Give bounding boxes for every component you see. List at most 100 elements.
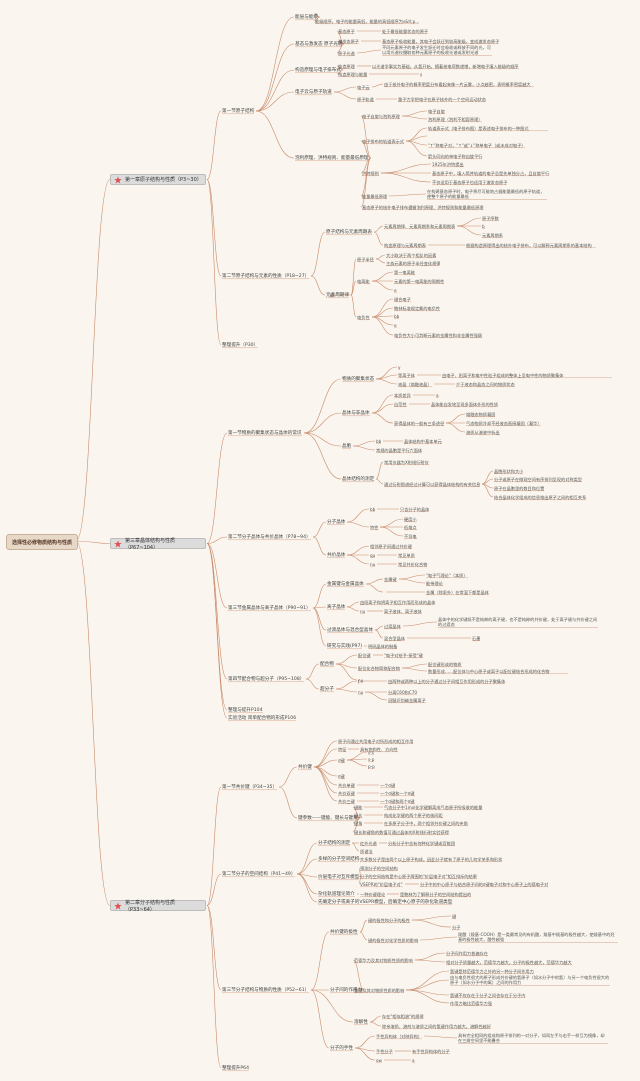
node-ch1-s1c2[interactable]: 构造原理与能量 [338, 71, 368, 77]
node-ch2-s1a3[interactable]: σ键 [338, 757, 345, 763]
node-ch1-s1c[interactable]: 构造原理与电子排布式 [295, 67, 341, 73]
node-ch1-s2a1[interactable]: 元素周期律、元素周期系和元素周期表 [384, 223, 456, 229]
node-ch1-s1b2[interactable]: 激发态原子 [338, 38, 359, 44]
node-ch3-s1d1[interactable]: 常用仪器为X射线衍射仪 [384, 459, 429, 465]
node-ch1-s2b3[interactable]: 电负性 [357, 314, 370, 320]
node-ch2-s1a4[interactable]: π键 [338, 773, 345, 779]
node-ch3-s1c[interactable]: 晶胞 [342, 443, 352, 449]
node-ch2-s1a2[interactable]: 特征 [338, 746, 347, 752]
node-ch3-s2b3a[interactable]: 常见共价化合物 [398, 561, 428, 567]
node-ch1-s1c1v[interactable]: 以光谱学事实为基础，从氢开始，随着核电荷数递增，新增电子填入能级的顺序 [372, 63, 519, 69]
node-ch2-s3a1[interactable]: 键的极性和分子的极性 [368, 917, 410, 923]
node-ch3-s2a2a[interactable]: 硬度小 [404, 516, 417, 522]
node-ch1-s1e2d[interactable]: 箭头同向的单电子称自旋平行 [428, 153, 483, 159]
node-ch1-s1e4[interactable]: 能量最低原理 [362, 193, 388, 199]
node-ch3-s3d1[interactable]: 明矾晶体的制备 [368, 643, 398, 649]
node-ch3-s1b[interactable]: 晶体与非晶体 [342, 410, 370, 416]
node-ch3-s2b2a[interactable]: 常见单质 [398, 552, 415, 558]
node-ch2-s1b1v[interactable]: 气态分子中1mol化学键解离成气态原子所吸收的能量 [384, 804, 483, 810]
node-ch2-s1a3a[interactable]: s-s [368, 749, 374, 755]
node-ch1-s1e1[interactable]: 电子自旋与泡利原理 [362, 113, 400, 119]
node-ch3-s1b3[interactable]: 获得晶体的一般有三条途径 [394, 420, 445, 426]
node-ch3-s1d2d[interactable]: 结合晶体化学组成的信息推出原子之间的相互关系 [494, 494, 587, 500]
root-topic[interactable]: 选择性必修物质结构与性质 [6, 534, 78, 550]
node-ch1-s1a1[interactable]: n [315, 11, 318, 17]
node-ch2-s3b2[interactable]: 氢键及其对物质性质的影响 [354, 987, 405, 993]
node-ch2-s3b[interactable]: 分子间的作用力 [330, 987, 363, 993]
node-ch3-s3a1b[interactable]: 能带理论 [426, 580, 443, 586]
node-ch3-s6[interactable]: 实验活动 简单配合物的形成P106 [228, 715, 297, 721]
node-ch1-s1e2[interactable]: 电子排布的轨道表示式 [362, 138, 404, 144]
node-ch2-s2b1[interactable]: 大多数分子是由两个以上原子构成，因此分子就有了原子的几何学关系和形状 [360, 856, 503, 862]
node-ch3-s1d2b[interactable]: 分子或原子在微观空间有序排列呈现的对称类型 [494, 476, 582, 482]
node-ch3-s1b3c[interactable]: 溶质从溶液中析出 [466, 429, 500, 435]
node-ch1-s2b2[interactable]: 电离能 [357, 278, 370, 284]
node-ch3-s3a1a[interactable]: "电子气理论"（本质） [426, 572, 468, 578]
node-ch1-s1b3v[interactable]: 不同元素原子的电子发生跃迁时会吸收或释放不同的光，可以用光谱仪摄取各种元素原子的… [382, 45, 491, 55]
node-ch3-s1a3[interactable]: 液晶（熔融液晶） [398, 381, 432, 387]
node-ch2-s2d[interactable]: 杂化轨道理论简介 [318, 891, 355, 897]
node-ch2-s2a1a[interactable]: 分析分子中含有何种化学键或官能团 [388, 840, 456, 846]
node-ch3-s2a2b[interactable]: 低熔点 [404, 524, 417, 530]
node-ch3-s1a[interactable]: 物质的聚集状态 [342, 376, 375, 382]
node-ch2-s3a2a[interactable]: 羧酸（羧基-COOH）是一类最常见的有机酸，羧基中羧基的极性越大，使羧基中的羟基… [458, 932, 615, 942]
node-ch1-s2a1c[interactable]: 元素周期系 [482, 232, 503, 238]
node-ch2-s3[interactable]: 第三节分子结构与物质的性质（P52~61） [222, 987, 310, 993]
node-ch2-s3d1[interactable]: 手性异构体（对映异构） [376, 1033, 423, 1039]
node-ch3-s4a1a[interactable]: "电子对给予-接受"键 [384, 652, 423, 658]
node-ch3-s1a3v[interactable]: 介于液态和晶态之间的物质状态 [456, 381, 515, 387]
node-ch3-s2a2[interactable]: 特性 [370, 524, 379, 530]
node-ch1-s1e3[interactable]: 洪特规则 [362, 170, 379, 176]
node-ch3-s3a2a[interactable]: 金属（除汞外）在常温下都是晶体 [426, 589, 489, 595]
node-ch3-s2b1[interactable]: 相邻原子间通过共价键 [370, 543, 412, 549]
node-ch1-s1e4a[interactable]: 在构建基态原子时，电子将尽可能地占据能量最低的原子轨道，使整个原子的能量最低 [427, 189, 545, 199]
node-ch3-s4a2[interactable]: 配位化合物简称配合物 [358, 665, 400, 671]
node-ch3-s2a1[interactable]: 只含分子的晶体 [400, 506, 430, 512]
node-ch3-s4a3[interactable]: nu [358, 677, 364, 683]
node-ch2-s3a2[interactable]: 键的极性对化学性质的影响 [368, 937, 419, 943]
node-ch1-s2b3c[interactable]: bb [394, 313, 400, 319]
node-ch1-s3[interactable]: 整理提升（P30） [222, 342, 259, 348]
node-ch3-s3d[interactable]: 研究与实践(P97) [327, 643, 363, 649]
node-ch2-s3b2c[interactable]: 氢键不仅存在于分子之间也存在于分子内 [450, 992, 526, 998]
node-ch3-s1b3a[interactable]: 熔融态物质凝固 [466, 411, 496, 417]
node-ch1-s1b3[interactable]: 原子光谱 [338, 50, 355, 56]
node-ch2-s3d2[interactable]: 手性分子 [376, 1048, 393, 1054]
node-ch2-s1b3v[interactable]: 在多原子分子中，两个相邻共价键之间的夹角 [384, 820, 468, 826]
node-ch1-s2b3e[interactable]: 电负性大小可判断元素的金属性和非金属性强弱 [394, 332, 482, 338]
node-ch3-s3b1[interactable]: 由阳离子和阴离子相互作用而形成的晶体 [360, 599, 436, 605]
node-ch2-s3d1a[interactable]: 具有完全相同的组成和原子排列的一对分子，如同左手与右手一样互为镜像，却在三维空间… [458, 1033, 605, 1043]
node-ch1-s1d1v[interactable]: 由于核外电子的概率密度分布看起来像一片云雾，小点越密，表明概率密度越大 [384, 81, 531, 87]
node-ch3-s4a1[interactable]: 配位键 [358, 652, 371, 658]
node-ch1-s2b0[interactable]: lu [330, 292, 334, 298]
node-ch3-s3c[interactable]: 过渡晶体与混合型晶体 [327, 627, 373, 633]
node-ch3-s4b2a[interactable]: 分离C60和C70 [388, 689, 418, 695]
node-ch2-s2a[interactable]: 分子结构的测定 [318, 840, 351, 846]
node-ch1-s1e2c[interactable]: "↑"称电子对，"↑"或"↓"称单电子（或未成对电子） [428, 142, 526, 148]
node-ch3-s1d2c[interactable]: 原子在晶胞里的数目和位置 [494, 485, 545, 491]
node-ch3-s1b1v[interactable]: a [436, 392, 439, 398]
node-ch1-s1e[interactable]: 泡利原理、洪特规则、能量最低原理 [295, 155, 369, 161]
node-ch2-s1b1[interactable]: 键能 [354, 804, 363, 810]
node-ch3-s1c1[interactable]: 晶体结构中基本单元 [404, 438, 442, 444]
node-ch1-s2b3d[interactable]: e [394, 322, 397, 328]
node-ch1-s2b2b[interactable]: 元素的第一电离能的周期性 [394, 278, 445, 284]
node-ch1-s1[interactable]: 第一节原子结构 [222, 108, 255, 114]
node-ch1-s1c1[interactable]: 构造原理 [338, 63, 355, 69]
node-ch2-s1b2[interactable]: 键长 [354, 812, 363, 818]
node-ch1-s2b2c[interactable]: e [394, 287, 397, 293]
node-ch2-s2[interactable]: 第二节分子的空间结构（P41~49） [222, 871, 296, 877]
node-ch2-s1a3b[interactable]: s-p [368, 756, 375, 762]
node-ch1-s1b[interactable]: 基态与激发态 原子光谱 [295, 41, 343, 47]
node-ch2-s1[interactable]: 第一节共价键（P34~35） [222, 784, 278, 790]
node-ch1-s1e1b[interactable]: 泡利原理（泡利不相容原理） [428, 116, 483, 122]
node-ch1-s1e5[interactable]: 基态原子的核外电子排布遵循泡利原理、洪特规则和能量最低原理 [362, 204, 484, 210]
node-ch2-s2d1a[interactable]: 是鲍林为了解释分子的空间结构提出的 [400, 891, 472, 897]
node-ch3-s3a1[interactable]: 金属键 [384, 576, 397, 582]
node-ch1-s1e2a[interactable]: 轨道表示式（电子排布图）是表述电子排布的一种图式 [428, 125, 529, 131]
node-ch3-s4b2b[interactable]: 冠醚识别碱金属离子 [388, 697, 426, 703]
node-ch1-s2a[interactable]: 原子结构与元素周期表 [326, 229, 372, 235]
node-ch2-s1a[interactable]: 共价键 [298, 764, 312, 770]
node-ch3-s1b2v[interactable]: 晶体能自发地呈现多面体外形的性质 [431, 401, 499, 407]
node-ch2-s1a7v[interactable]: 一个σ键和两个π键 [380, 798, 415, 804]
